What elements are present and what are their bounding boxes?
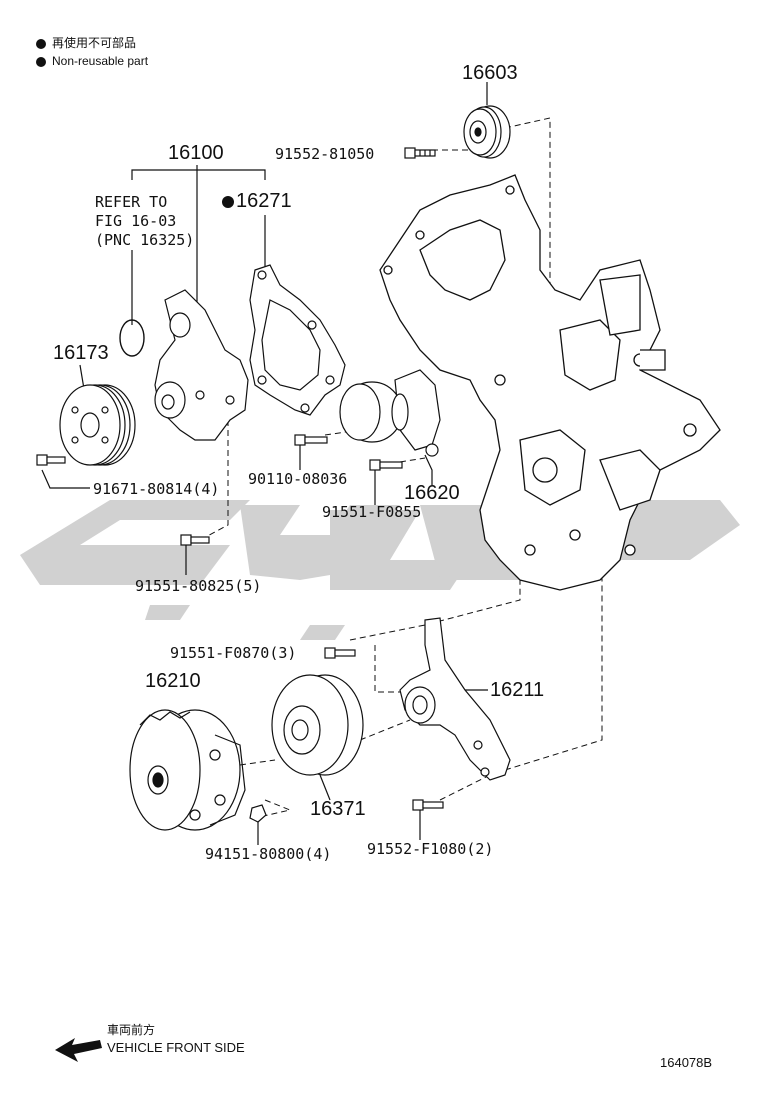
fan-clutch-16210 (129, 709, 246, 831)
non-reusable-marker-icon (222, 196, 234, 208)
part-label-16371[interactable]: 16371 (310, 798, 366, 820)
part-label-16620[interactable]: 16620 (404, 482, 460, 504)
bracket-16100 (131, 169, 266, 180)
pulley-16371 (271, 674, 364, 776)
part-label-94151-80800[interactable]: 94151-80800(4) (205, 845, 332, 863)
idler-pulley-16603 (463, 105, 511, 159)
part-label-91552-81050[interactable]: 91552-81050 (275, 145, 375, 163)
legend-cn-text: 再使用不可部品 (52, 36, 137, 50)
part-label-91551-F0870[interactable]: 91551-F0870(3) (170, 644, 297, 662)
part-label-91552-F1080[interactable]: 91552-F1080(2) (367, 840, 494, 858)
refer-line-1: REFER TO (95, 193, 168, 211)
o-ring (119, 319, 145, 357)
bolt-91551-80825 (180, 534, 210, 546)
part-label-90110-08036[interactable]: 90110-08036 (248, 470, 348, 488)
part-label-16211[interactable]: 16211 (490, 679, 545, 701)
bolt-91551-F0855 (369, 459, 403, 471)
water-pump-16100 (154, 289, 249, 441)
bolt-91551-F0870 (324, 647, 356, 659)
part-label-91551-F0855[interactable]: 91551-F0855 (322, 503, 422, 521)
part-label-16271-text: 16271 (236, 190, 292, 212)
pulley-16173 (59, 384, 136, 466)
part-label-16271[interactable]: 16271 (222, 190, 292, 212)
watermark-logo (20, 500, 740, 640)
part-label-16210[interactable]: 16210 (145, 670, 201, 692)
direction-label-cn: 車両前方 (107, 1023, 156, 1037)
part-label-16603[interactable]: 16603 (462, 62, 518, 84)
timing-chain-cover (379, 174, 721, 591)
gasket-16271 (249, 264, 346, 416)
refer-line-3: (PNC 16325) (95, 231, 195, 249)
tensioner-16620 (339, 369, 441, 457)
bolt-91552-F1080 (412, 799, 444, 811)
non-reusable-bullet-icon (36, 38, 46, 49)
legend-en-text: Non-reusable part (52, 54, 149, 68)
part-label-16173[interactable]: 16173 (53, 342, 109, 364)
legend-non-reusable-en: Non-reusable part (36, 53, 148, 69)
legend-non-reusable-cn: 再使用不可部品 (36, 35, 136, 51)
direction-label-en: VEHICLE FRONT SIDE (107, 1040, 245, 1055)
part-label-91671-80814[interactable]: 91671-80814(4) (93, 480, 220, 498)
refer-line-2: FIG 16-03 (95, 212, 177, 230)
part-label-16100[interactable]: 16100 (168, 142, 224, 164)
figure-code: 164078B (660, 1055, 713, 1070)
part-label-91551-80825[interactable]: 91551-80825(5) (135, 577, 262, 595)
bolt-90110-08036 (294, 434, 328, 446)
front-direction-arrow-icon (55, 1038, 102, 1062)
bracket-16211 (399, 617, 511, 781)
bolt-91671-80814 (36, 454, 66, 466)
non-reusable-bullet-icon (36, 56, 46, 67)
nut-94151-80800 (249, 804, 267, 823)
bolt-91552-81050 (404, 147, 436, 159)
